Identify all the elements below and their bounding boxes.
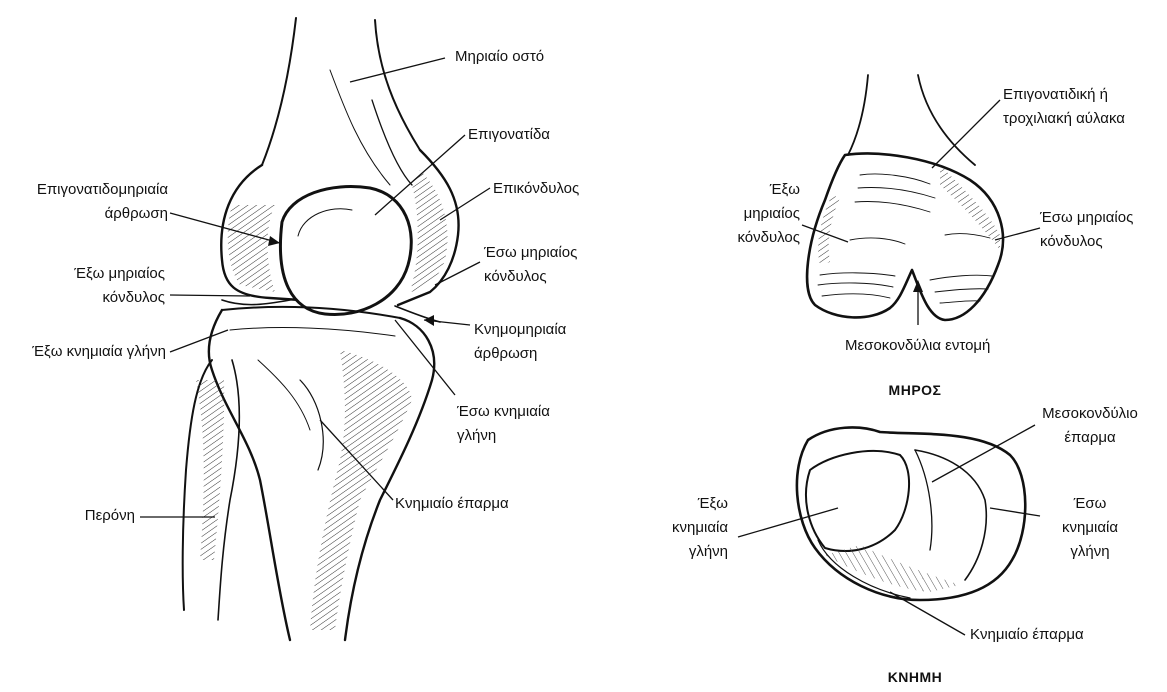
label-femur-lateral-condyle: Έξω μηριαίος κόνδυλος <box>680 178 800 250</box>
label-tibial-tuberosity: Κνημιαίο έπαρμα <box>395 492 509 516</box>
label-tibia-lateral-plateau: Έξω κνημιαία γλήνη <box>640 492 728 564</box>
tibia-top-drawing <box>797 427 1025 600</box>
femur-leader-lines <box>802 100 1040 325</box>
label-lateral-tibial-plateau: Έξω κνημιαία γλήνη <box>0 340 166 364</box>
front-knee-drawing <box>183 18 459 640</box>
label-medial-tibial-plateau: Έσω κνημιαία γλήνη <box>457 400 550 448</box>
patella <box>280 187 411 315</box>
label-femur-medial-condyle: Έσω μηριαίος κόνδυλος <box>1040 206 1133 254</box>
label-tibia-tuberosity-top: Κνημιαίο έπαρμα <box>970 623 1084 647</box>
tibial-tuberosity <box>300 380 323 470</box>
label-fibula: Περόνη <box>0 504 135 528</box>
label-femur: Μηριαίο οστό <box>455 45 544 69</box>
label-trochlear-groove: Επιγονατιδική ή τροχιλιακή αύλακα <box>1003 83 1125 131</box>
femur-shaft <box>262 18 296 165</box>
label-tibia-medial-plateau: Έσω κνημιαία γλήνη <box>1040 492 1140 564</box>
tibia-leader-lines <box>738 425 1040 635</box>
femur-end-outline <box>807 154 1003 320</box>
label-medial-femoral-condyle: Έσω μηριαίος κόνδυλος <box>484 241 577 289</box>
tibia-view-title: ΚΝΗΜΗ <box>855 665 975 689</box>
label-patella: Επιγονατίδα <box>468 123 550 147</box>
femur-view-title: ΜΗΡΟΣ <box>855 378 975 402</box>
label-tibiofemoral-joint: Κνημομηριαία άρθρωση <box>474 318 566 366</box>
label-epicondyle: Επικόνδυλος <box>493 177 579 201</box>
label-patellofemoral-joint: Επιγονατιδομηριαία άρθρωση <box>0 178 168 226</box>
label-lateral-femoral-condyle: Έξω μηριαίος κόνδυλος <box>0 262 165 310</box>
femur-end-drawing <box>807 75 1003 320</box>
label-intercondylar-notch: Μεσοκονδύλια εντομή <box>845 334 990 358</box>
label-intercondylar-eminence: Μεσοκονδύλιο έπαρμα <box>1030 402 1150 450</box>
